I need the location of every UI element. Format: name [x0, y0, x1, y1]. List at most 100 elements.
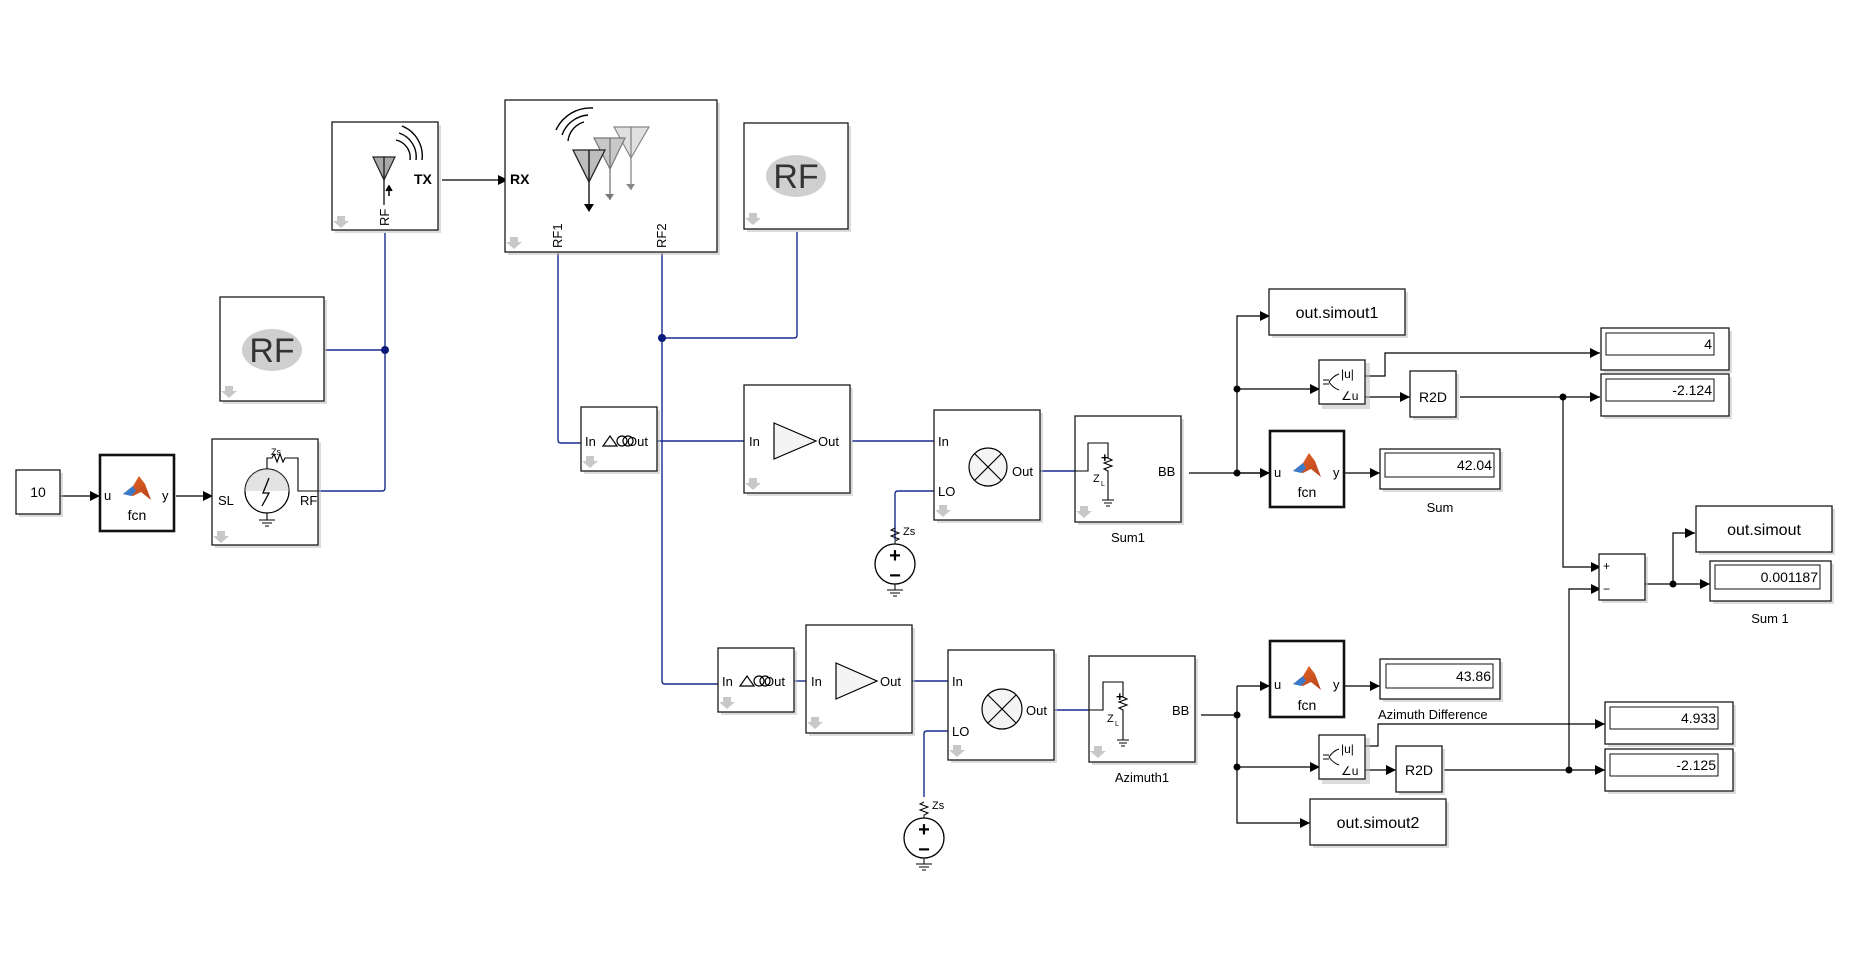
- port-sl: SL: [218, 493, 234, 508]
- port-y: y: [1333, 677, 1340, 692]
- wave-icon: [395, 125, 423, 161]
- display-block-mag-1[interactable]: 4: [1600, 327, 1732, 373]
- wire-to-simout1[interactable]: [1236, 311, 1270, 473]
- port-out: Out: [818, 434, 839, 449]
- port-in: In: [952, 674, 963, 689]
- complex-to-mag-angle-block-2[interactable]: |u| ∠u: [1318, 734, 1370, 784]
- outport-block-azimuth1[interactable]: + Z L BB Azimuth1: [1088, 655, 1198, 785]
- display-block-sum[interactable]: 42.04 Sum: [1379, 448, 1503, 515]
- display-block-sum-1[interactable]: 0.001187 Sum 1: [1709, 560, 1834, 626]
- mixer-x-icon: [974, 453, 1002, 481]
- workspace-var-label: out.simout1: [1296, 305, 1379, 322]
- display-value: 43.86: [1456, 668, 1491, 684]
- port-out: Out: [1012, 464, 1033, 479]
- rf-wire-source-tx[interactable]: [302, 233, 386, 492]
- lo-source-2[interactable]: Zs + −: [903, 800, 945, 871]
- ground-icon: [259, 513, 275, 527]
- minus-sign: −: [918, 839, 930, 861]
- r2d-label: R2D: [1419, 389, 1447, 405]
- block-name: Sum1: [1111, 530, 1145, 545]
- amplifier-triangle-icon: [835, 662, 879, 700]
- port-out: Out: [764, 674, 785, 689]
- fcn-label: fcn: [128, 507, 147, 523]
- wire-r2d1-to-sum-plus[interactable]: [1562, 397, 1601, 572]
- port-y: y: [162, 488, 169, 503]
- wire-r2d2-to-sum-minus[interactable]: [1568, 584, 1601, 770]
- display-value: 4.933: [1681, 710, 1716, 726]
- receiver-block[interactable]: RX RF1 RF2: [504, 99, 720, 255]
- rf-config-block-left[interactable]: RF: [219, 296, 327, 404]
- amplifier-block-2[interactable]: In Out: [805, 624, 915, 736]
- minus-sign: −: [889, 565, 901, 587]
- zl-label: Z: [1107, 713, 1114, 725]
- rf-config-label: RF: [249, 332, 294, 370]
- display-value: -2.125: [1676, 757, 1716, 773]
- matlab-function-block-azimuth[interactable]: u y fcn: [1268, 639, 1346, 719]
- port-out: Out: [1026, 703, 1047, 718]
- wire-to-simout2[interactable]: [1236, 686, 1310, 828]
- to-workspace-simout[interactable]: out.simout: [1695, 505, 1835, 555]
- rf-wires: [302, 232, 1089, 797]
- ground-icon: [887, 584, 903, 597]
- port-mag: |u|: [1341, 742, 1354, 756]
- wire-mag2-to-display[interactable]: [1359, 719, 1605, 747]
- port-u: u: [104, 488, 111, 503]
- rf-wire-rf1[interactable]: [557, 253, 584, 444]
- amplifier-triangle-icon: [773, 422, 818, 460]
- lo-source-1[interactable]: Zs + −: [874, 526, 916, 597]
- port-angle: ∠u: [1341, 764, 1358, 778]
- phase-shifter-block-2[interactable]: In Out: [717, 647, 797, 715]
- rf-wire-lo1[interactable]: [894, 490, 934, 540]
- rf-config-label: RF: [773, 158, 818, 196]
- display-block-angle-2[interactable]: -2.125: [1604, 748, 1736, 794]
- rf-wire-lo2[interactable]: [923, 730, 948, 797]
- transmitter-block[interactable]: TX RF: [331, 121, 441, 233]
- display-value: 4: [1704, 336, 1712, 352]
- phase-shifter-block-1[interactable]: In Out: [580, 406, 660, 474]
- matlab-function-block-sum[interactable]: u y fcn: [1268, 429, 1346, 509]
- rf-config-block-top[interactable]: RF: [743, 122, 851, 232]
- plus-sign: +: [918, 819, 930, 841]
- fcn-label: fcn: [1298, 484, 1317, 500]
- constant-block[interactable]: 10: [15, 469, 63, 517]
- port-rf: RF: [377, 209, 392, 226]
- display-value: 42.04: [1457, 457, 1492, 473]
- to-workspace-simout2[interactable]: out.simout2: [1309, 798, 1449, 848]
- zs-label: Zs: [903, 526, 916, 538]
- block-name: Sum 1: [1751, 611, 1789, 626]
- display-block-angle-1[interactable]: -2.124: [1600, 373, 1732, 419]
- rf-source-block[interactable]: Zs SL RF: [211, 438, 321, 548]
- complex-to-mag-angle-block-1[interactable]: |u| ∠u: [1318, 359, 1370, 409]
- plus-sign: +: [1603, 559, 1610, 573]
- rf-wire-rf2[interactable]: [661, 253, 722, 685]
- r2d-block-1[interactable]: R2D: [1409, 370, 1459, 420]
- display-value: 0.001187: [1761, 569, 1819, 585]
- zs-label: Zs: [271, 447, 281, 457]
- port-lo: LO: [952, 724, 969, 739]
- port-in: In: [811, 674, 822, 689]
- r2d-block-2[interactable]: R2D: [1395, 745, 1445, 795]
- constant-value: 10: [30, 484, 46, 500]
- wire-sum-to-simout[interactable]: [1672, 528, 1695, 584]
- outport-block-sum1[interactable]: + Z L BB Sum1: [1074, 415, 1184, 545]
- ground-icon: [1102, 499, 1114, 507]
- mixer-x-icon: [987, 694, 1017, 724]
- to-workspace-simout1[interactable]: out.simout1: [1268, 288, 1408, 338]
- display-block-azimuth-difference[interactable]: 43.86 Azimuth Difference: [1378, 658, 1503, 722]
- port-y: y: [1333, 465, 1340, 480]
- display-block-mag-2[interactable]: 4.933: [1604, 701, 1736, 747]
- block-name: Azimuth1: [1115, 770, 1169, 785]
- mixer-block-2[interactable]: In LO Out: [947, 649, 1057, 763]
- matlab-function-block-input[interactable]: u y fcn: [98, 453, 176, 533]
- mixer-block-1[interactable]: In LO Out: [933, 409, 1043, 523]
- zs-label: Zs: [932, 800, 945, 812]
- port-bb: BB: [1172, 703, 1189, 718]
- plus-sign: +: [1116, 689, 1124, 704]
- rf-wire-config-top[interactable]: [662, 232, 798, 339]
- wire-mag1-to-display[interactable]: [1359, 348, 1600, 377]
- sum-block[interactable]: + −: [1598, 553, 1648, 603]
- port-out: Out: [627, 434, 648, 449]
- amplifier-block-1[interactable]: In Out: [743, 384, 853, 496]
- display-value: -2.124: [1672, 382, 1712, 398]
